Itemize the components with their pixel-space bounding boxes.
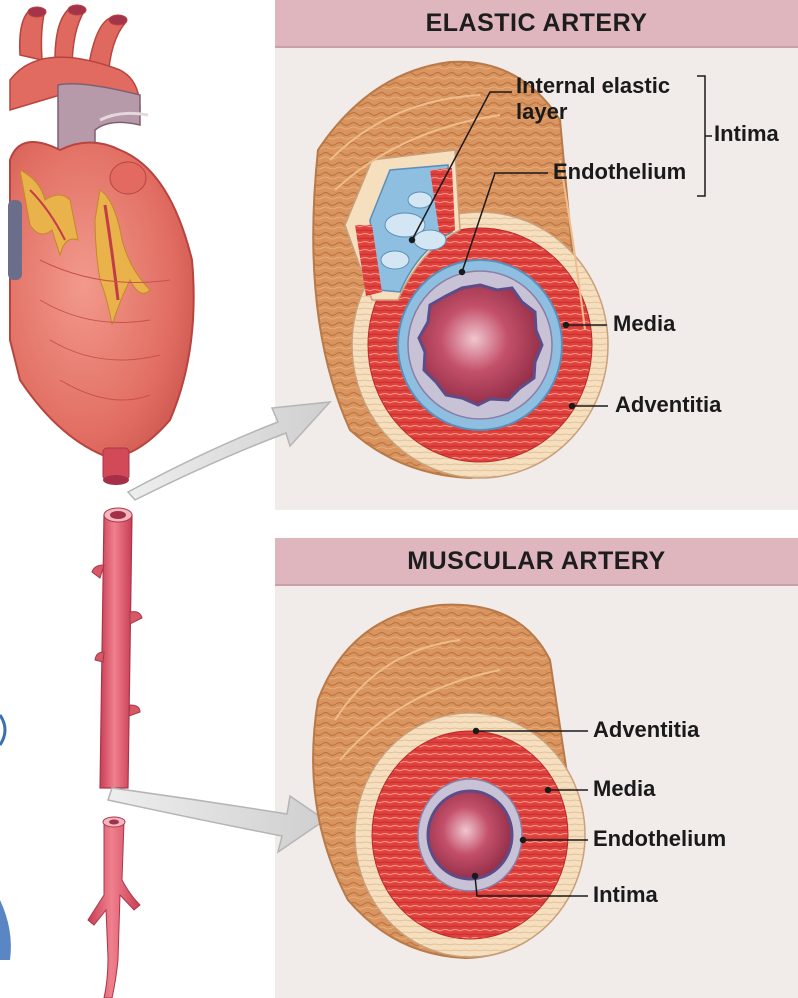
label-endothelium-elastic: Endothelium: [553, 159, 686, 185]
label-intima-elastic: Intima: [714, 121, 779, 147]
muscular-artery-cross-section: [313, 605, 585, 958]
heart-illustration: [8, 5, 194, 485]
label-media-muscular: Media: [593, 776, 655, 802]
label-internal-elastic-layer: Internal elastic layer: [516, 73, 670, 126]
label-media-elastic: Media: [613, 311, 675, 337]
label-endothelium-muscular: Endothelium: [593, 826, 726, 852]
label-adventitia-muscular: Adventitia: [593, 717, 699, 743]
arrow-to-muscular-icon: [108, 788, 325, 852]
label-internal-elastic-line1: Internal elastic: [516, 73, 670, 99]
small-artery-illustration: [88, 817, 140, 998]
label-intima-muscular: Intima: [593, 882, 658, 908]
label-internal-elastic-line2: layer: [516, 99, 670, 125]
label-adventitia-elastic: Adventitia: [615, 392, 721, 418]
artery-vessel-illustration: [92, 508, 142, 788]
left-edge-vein-fragment: [0, 900, 11, 960]
left-edge-fragment: [0, 715, 5, 745]
